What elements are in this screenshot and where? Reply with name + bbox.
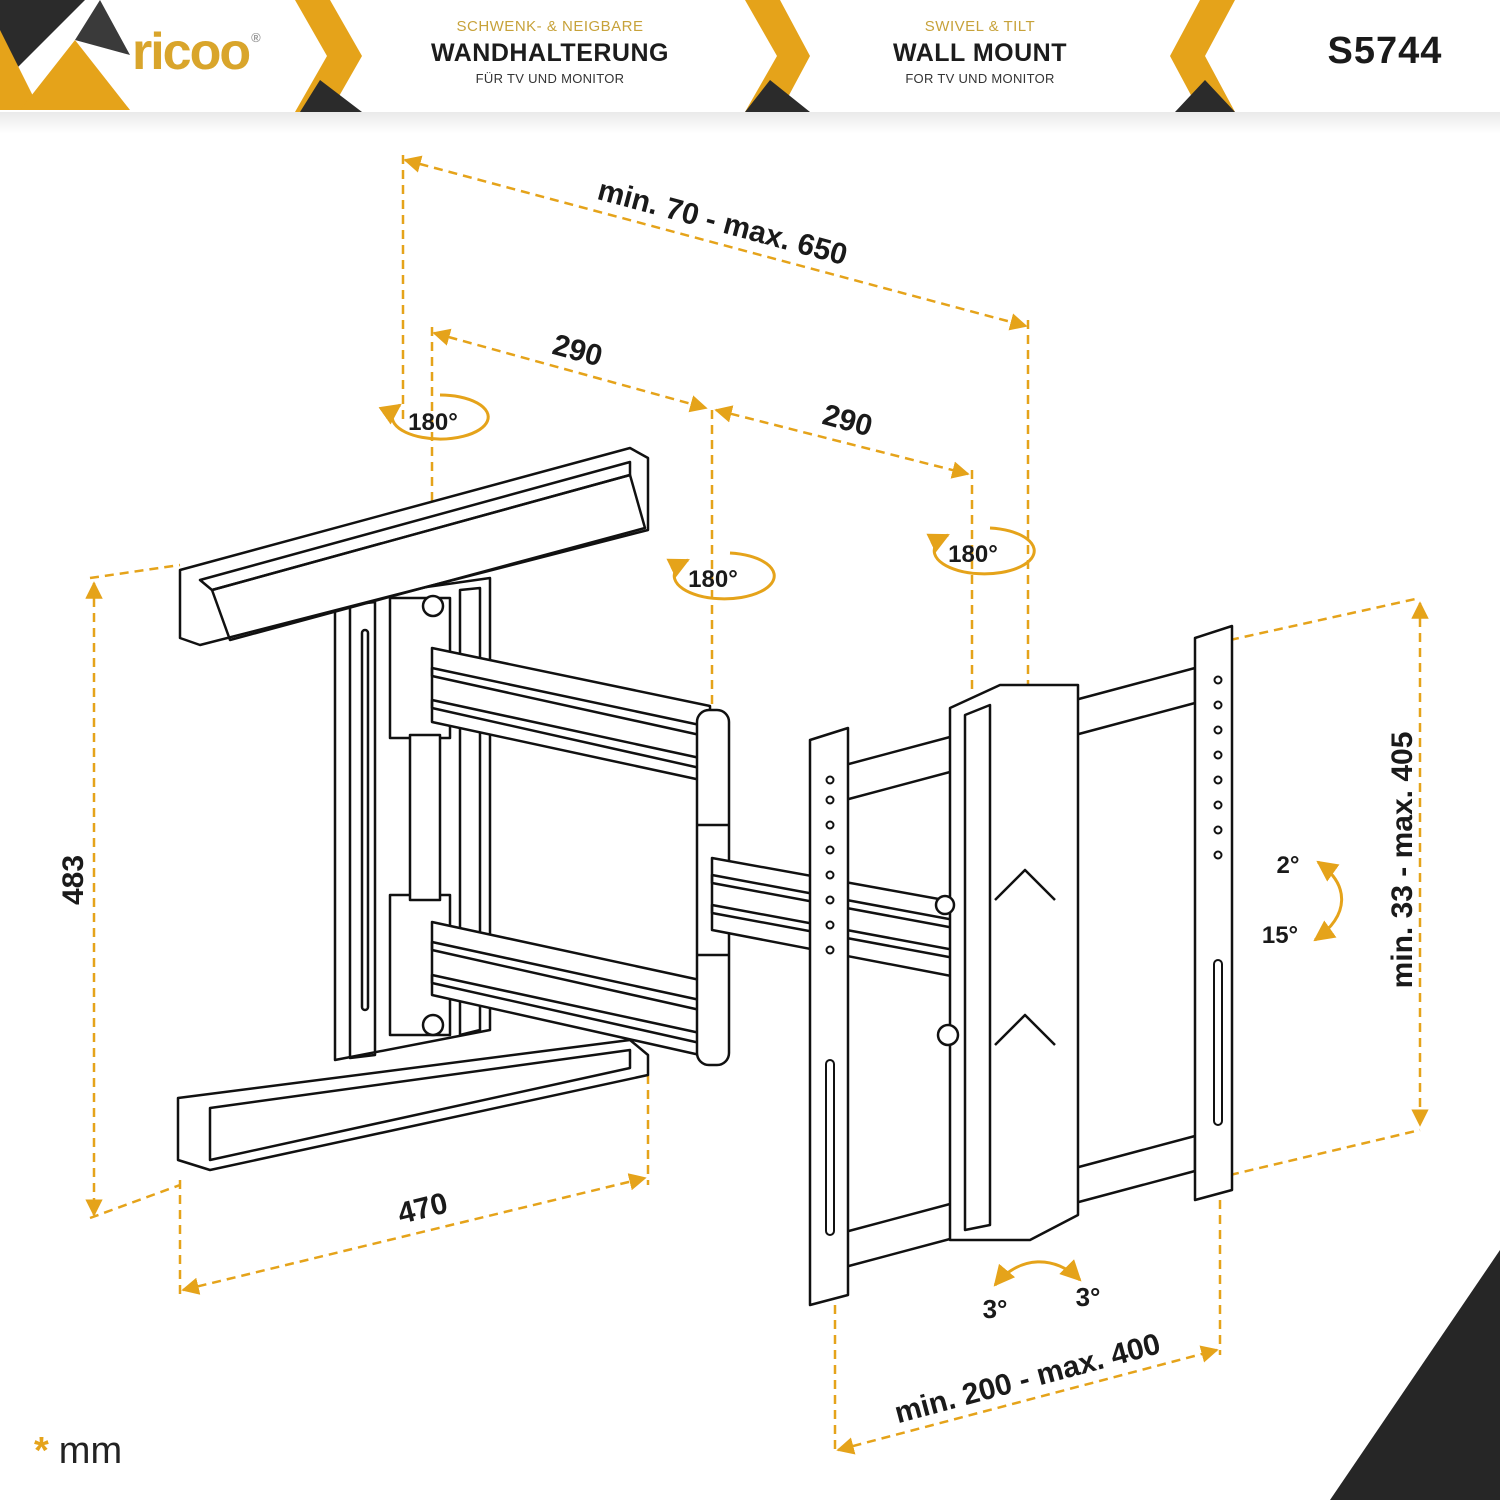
dim-vesa-vertical: min. 33 - max. 405: [1386, 732, 1419, 989]
dim-wall-plate-height: 483: [57, 855, 90, 905]
model-number: S5744: [1327, 30, 1443, 72]
label-tilt-down: 15°: [1262, 922, 1298, 949]
label-pivot-middle: 180°: [688, 566, 738, 593]
pivot-middle-arrow: [666, 551, 776, 601]
header-bar: ricoo® SCHWENK- & NEIGBARE WANDHALTERUNG…: [0, 0, 1500, 112]
mount-line-art: [176, 446, 1234, 1307]
tilt-arrow: [1313, 860, 1344, 942]
dim-vesa-horizontal: min. 200 - max. 400: [891, 1327, 1164, 1430]
pivot-head-arrow: [926, 526, 1036, 576]
dimension-lines: [85, 155, 1429, 1455]
german-subtitle: SCHWENK- & NEIGBARE: [456, 18, 644, 35]
vesa-strip-left: [808, 726, 850, 1307]
german-title: WANDHALTERUNG: [431, 39, 669, 67]
dim-total-depth: min. 70 - max. 650: [594, 174, 851, 272]
pivot-wall-arrow: [378, 393, 490, 441]
unit-note: *mm: [34, 1430, 122, 1473]
asterisk-icon: *: [34, 1430, 49, 1472]
english-title: WALL MOUNT: [893, 39, 1067, 67]
label-level-left: 3°: [983, 1294, 1008, 1324]
dim-wall-plate-width: 470: [394, 1187, 451, 1231]
level-arrow: [993, 1259, 1082, 1287]
wall-plate-top-rail: [178, 446, 650, 647]
head-plate: [948, 683, 1080, 1242]
bracket-bar-upper-right: [1073, 666, 1197, 737]
unit-label: mm: [58, 1430, 123, 1472]
label-pivot-wall: 180°: [408, 409, 458, 436]
german-caption: FÜR TV UND MONITOR: [475, 71, 625, 86]
rotation-indicators: [378, 393, 1344, 1287]
corner-triangle: [1330, 1250, 1500, 1500]
header-german-block: SCHWENK- & NEIGBARE WANDHALTERUNG FÜR TV…: [400, 18, 700, 86]
label-level-right: 3°: [1076, 1282, 1101, 1312]
english-caption: FOR TV UND MONITOR: [905, 71, 1055, 86]
bracket-bar-lower-right: [1073, 1134, 1197, 1205]
dim-arm-2: 290: [819, 398, 876, 443]
label-tilt-up: 2°: [1277, 852, 1300, 879]
ricoo-logo: ricoo®: [132, 23, 261, 81]
header-english-block: SWIVEL & TILT WALL MOUNT FOR TV UND MONI…: [850, 18, 1110, 86]
bracket-bar-upper-left: [843, 731, 967, 802]
label-pivot-head: 180°: [948, 541, 998, 568]
header-shadow: [0, 112, 1500, 134]
english-subtitle: SWIVEL & TILT: [924, 18, 1036, 35]
vesa-holes: [825, 675, 1223, 1236]
bracket-bar-lower-left: [843, 1198, 967, 1269]
header-decoration: [0, 0, 1235, 112]
